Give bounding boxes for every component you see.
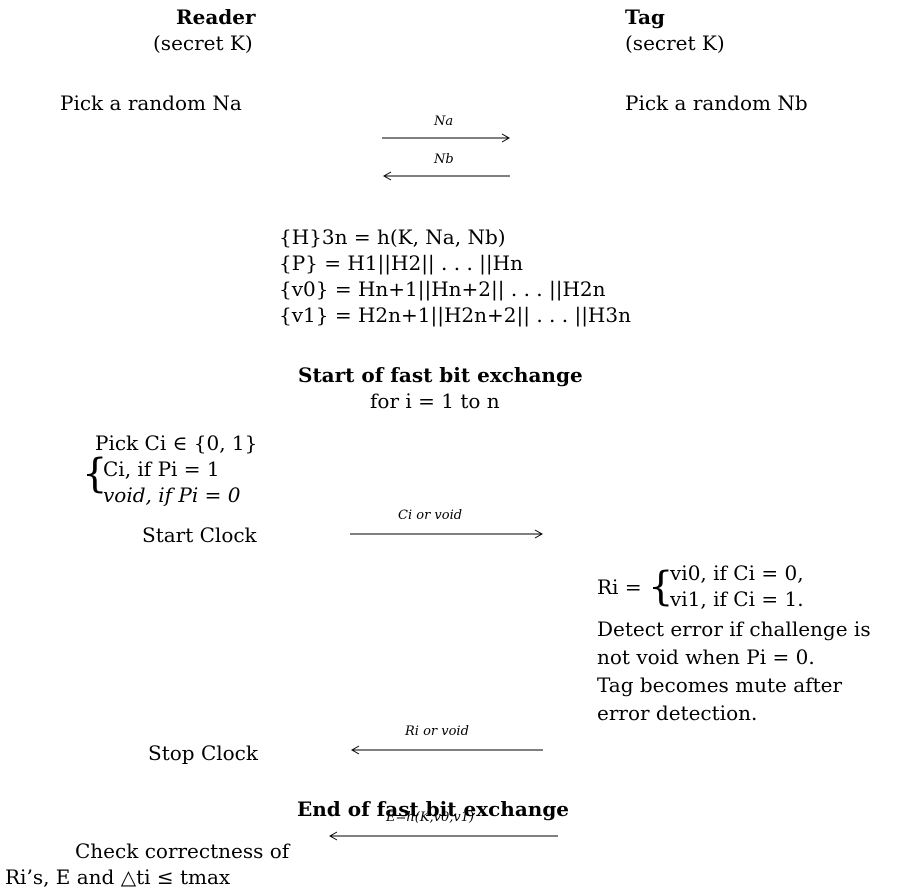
message-challenge-label: Ci or void bbox=[398, 508, 463, 523]
tag-secret: (secret K) bbox=[625, 31, 725, 55]
tag-pick-nonce: Pick a random Nb bbox=[625, 91, 808, 115]
reader-check-line2: Ri’s, E and △ti ≤ tmax bbox=[5, 865, 231, 889]
reader-pick-challenge: Pick Ci ∈ {0, 1} bbox=[95, 431, 258, 455]
reader-start-clock: Start Clock bbox=[142, 523, 257, 547]
reader-case-void: void, if Pi = 0 bbox=[103, 483, 241, 507]
arrow-right-icon bbox=[350, 529, 544, 539]
tag-title: Tag bbox=[625, 5, 665, 29]
equation-p: {P} = H1||H2|| . . . ||Hn bbox=[279, 251, 523, 275]
reader-stop-clock: Stop Clock bbox=[148, 741, 258, 765]
message-na-label: Na bbox=[434, 114, 454, 129]
response-brace: { bbox=[648, 564, 674, 610]
end-phase-title: End of fast bit exchange bbox=[297, 797, 570, 821]
arrow-right-icon bbox=[382, 133, 511, 143]
start-phase-title: Start of fast bit exchange bbox=[298, 363, 583, 387]
tag-note-line3: Tag becomes mute after bbox=[597, 673, 843, 697]
message-nb-label: Nb bbox=[434, 152, 454, 167]
reader-case-challenge: Ci, if Pi = 1 bbox=[103, 457, 220, 481]
reader-title: Reader bbox=[176, 5, 256, 29]
tag-response-lhs: Ri = bbox=[597, 575, 642, 599]
tag-note-line1: Detect error if challenge is bbox=[597, 617, 871, 641]
reader-check-line1: Check correctness of bbox=[75, 839, 290, 863]
equation-v1: {v1} = H2n+1||H2n+2|| . . . ||H3n bbox=[279, 303, 631, 327]
reader-pick-nonce: Pick a random Na bbox=[60, 91, 242, 115]
tag-note-line2: not void when Pi = 0. bbox=[597, 645, 815, 669]
case-brace: { bbox=[82, 451, 108, 497]
message-response-arrow: Ri or void bbox=[350, 724, 545, 758]
message-response-label: Ri or void bbox=[405, 724, 469, 739]
arrow-left-icon bbox=[328, 831, 558, 841]
message-na-arrow: Na bbox=[382, 114, 512, 148]
arrow-left-icon bbox=[350, 745, 543, 755]
message-nb-arrow: Nb bbox=[382, 152, 512, 186]
message-challenge-arrow: Ci or void bbox=[350, 508, 545, 542]
tag-response-case1: vi1, if Ci = 1. bbox=[670, 587, 804, 611]
loop-label: for i = 1 to n bbox=[370, 389, 500, 413]
tag-response-case0: vi0, if Ci = 0, bbox=[670, 561, 804, 585]
message-e-label: E=h(K,v0,v1) bbox=[386, 810, 475, 825]
tag-note-line4: error detection. bbox=[597, 701, 758, 725]
equation-v0: {v0} = Hn+1||Hn+2|| . . . ||H2n bbox=[279, 277, 606, 301]
message-e-arrow: E=h(K,v0,v1) bbox=[328, 810, 560, 844]
reader-secret: (secret K) bbox=[153, 31, 253, 55]
arrow-left-icon bbox=[382, 171, 510, 181]
equation-hash: {H}3n = h(K, Na, Nb) bbox=[279, 225, 506, 249]
